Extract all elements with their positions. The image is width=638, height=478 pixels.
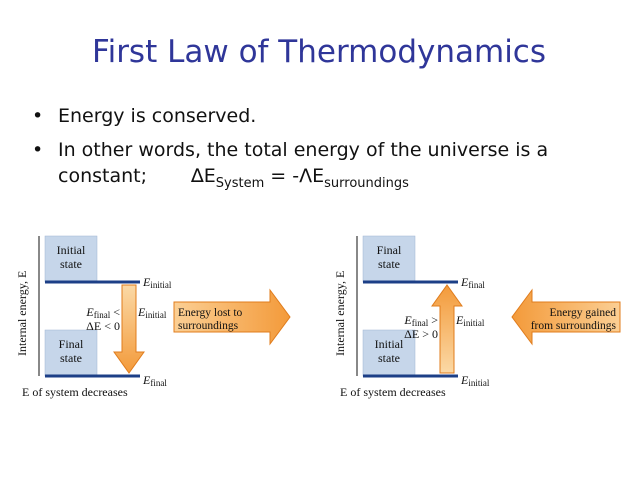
equation-sub-system: System <box>215 175 265 191</box>
upper-state-box <box>362 235 416 283</box>
bullet-dot-icon: • <box>32 139 44 161</box>
slide-title: First Law of Thermodynamics <box>92 34 546 70</box>
lower-state-line2: state <box>60 351 82 365</box>
lower-state-line1: Initial <box>375 337 404 351</box>
upper-level-label: Einitial <box>142 275 172 290</box>
diagram-caption: E of system decreases <box>22 385 128 399</box>
bullet-text-2-constant: constant; <box>58 165 147 187</box>
relation-rhs: Einitial <box>137 305 167 320</box>
arrow-text-line2: from surroundings <box>531 320 617 332</box>
bullet-text-1: Energy is conserved. <box>58 105 257 127</box>
energy-decrease-diagram: Internal energy, E Initial state Einitia… <box>15 235 291 399</box>
equation-e-2: E <box>312 165 325 187</box>
equation-delta-2: Λ <box>299 165 313 187</box>
lower-state-line2: state <box>378 351 400 365</box>
bullet-text-2-line1: In other words, the total energy of the … <box>58 139 549 161</box>
delta-e-relation: ΔE < 0 <box>86 319 120 333</box>
bullet-item-1: • Energy is conserved. <box>30 103 620 129</box>
upper-level-e: E <box>460 275 469 289</box>
lower-level-sub: initial <box>468 378 489 388</box>
bullet-item-2: • In other words, the total energy of th… <box>30 137 620 197</box>
upper-level-e: E <box>142 275 151 289</box>
diagram-caption: E of system decreases <box>340 385 446 399</box>
equation-sub-surroundings: surroundings <box>324 175 409 191</box>
relation-rhs: Einitial <box>455 313 485 328</box>
energy-increase-diagram: Internal energy, E Final state Efinal In… <box>333 235 621 399</box>
upper-level-label: Efinal <box>460 275 485 290</box>
arrow-text-line2: surroundings <box>178 320 239 332</box>
energy-equation: ∆ESystem = -ΛEsurroundings <box>191 165 409 191</box>
bullet-dot-icon: • <box>32 105 44 127</box>
equation-delta-1: ∆ <box>191 165 204 187</box>
upper-state-line2: state <box>60 257 82 271</box>
upper-state-line1: Final <box>377 243 402 257</box>
lower-state-line1: Final <box>59 337 84 351</box>
arrow-text-line1: Energy lost to <box>178 307 243 319</box>
bullet-text-2-line2: constant; ∆ESystem = -ΛEsurroundings <box>58 163 620 197</box>
axis-label: Internal energy, E <box>333 271 347 356</box>
equation-equals: = - <box>264 165 300 187</box>
lower-level-label: Efinal <box>142 373 167 388</box>
upper-level-sub: initial <box>150 280 171 290</box>
upper-state-line2: state <box>378 257 400 271</box>
side-arrow-icon <box>511 288 621 346</box>
axis-label: Internal energy, E <box>15 271 29 356</box>
lower-state-box <box>362 329 416 377</box>
equation-e-1: E <box>203 165 216 187</box>
upper-state-line1: Initial <box>57 243 86 257</box>
lower-level-sub: final <box>150 378 167 388</box>
lower-state-box <box>44 329 98 377</box>
down-arrow-icon <box>113 284 145 374</box>
bullet-list: • Energy is conserved. • In other words,… <box>30 103 620 197</box>
arrow-text-line1: Energy gained <box>549 307 616 319</box>
relation-inequality: Efinal< <box>85 305 120 320</box>
relation-inequality: Efinal> <box>403 313 438 328</box>
lower-level-e: E <box>460 373 469 387</box>
up-arrow-icon <box>431 284 463 374</box>
side-arrow-icon <box>173 288 291 346</box>
delta-e-relation: ΔE > 0 <box>404 327 438 341</box>
lower-level-e: E <box>142 373 151 387</box>
upper-level-sub: final <box>468 280 485 290</box>
lower-level-label: Einitial <box>460 373 490 388</box>
